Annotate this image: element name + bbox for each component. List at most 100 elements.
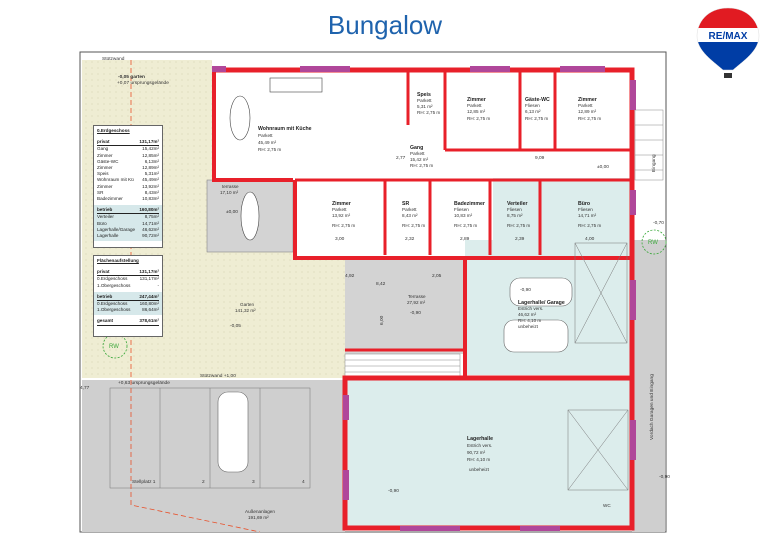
room-lagerhalle: Lagerhalle Estrich vers. 90,72 m² RH: 4,… — [467, 436, 493, 472]
svg-text:2,32: 2,32 — [405, 236, 415, 242]
svg-text:8,43 m²: 8,43 m² — [402, 213, 418, 218]
room-gaeste-wc: Gäste-WC Fliesen 6,13 m² RH: 2,75 m — [525, 97, 550, 121]
svg-text:Lagerhalle/ Garage: Lagerhalle/ Garage — [518, 300, 565, 306]
level-garden: -0,05 garten — [118, 74, 145, 80]
svg-text:Lagerhalle: Lagerhalle — [467, 436, 493, 442]
svg-text:RH: 2,75 m: RH: 2,75 m — [402, 223, 425, 228]
rw-label: RW — [648, 240, 658, 246]
svg-text:RH: 2,75 m: RH: 2,75 m — [525, 116, 548, 121]
retaining-wall-label-bottom: Stützwand +1,00 — [200, 373, 236, 379]
svg-text:10,83 m²: 10,83 m² — [454, 213, 473, 218]
remax-logo: RE/MAX — [696, 7, 760, 78]
canopy-area — [632, 240, 665, 532]
svg-text:Garten: Garten — [240, 302, 254, 307]
canopy-label: Vordach Garagen und Eingang — [649, 374, 655, 440]
svg-text:Speis: Speis — [417, 92, 431, 98]
svg-text:Außenanlagen: Außenanlagen — [245, 509, 275, 514]
roof-openings — [109, 242, 629, 491]
room-garage: Lagerhalle/ Garage Estrich vers. 46,62 m… — [518, 300, 565, 329]
svg-text:12,85 m²: 12,85 m² — [467, 109, 486, 114]
room-sr: SR Parkett 8,43 m² RH: 2,75 m — [402, 201, 425, 228]
svg-text:191,69 m²: 191,69 m² — [248, 515, 269, 520]
svg-text:6,13 m²: 6,13 m² — [525, 109, 541, 114]
svg-text:Fliesen: Fliesen — [507, 207, 522, 212]
parking-space-3: 3 — [252, 479, 255, 485]
parking-space-1: Stellplatz 1 — [132, 479, 156, 485]
svg-text:RH: 2,75 m: RH: 2,75 m — [507, 223, 530, 228]
svg-text:unbeheizt: unbeheizt — [469, 467, 490, 472]
svg-text:Parkett: Parkett — [578, 103, 593, 108]
room-verteiler: Verteiler Fliesen 8,75 m² RH: 2,75 m — [507, 201, 530, 228]
svg-text:2,77: 2,77 — [396, 155, 406, 161]
svg-text:46,62 m²: 46,62 m² — [518, 312, 537, 317]
svg-text:terrasse: terrasse — [222, 184, 239, 189]
room-aussenanlagen: Außenanlagen 191,69 m² — [245, 509, 275, 520]
svg-text:Badezimmer: Badezimmer — [454, 201, 485, 207]
svg-text:13,92 m²: 13,92 m² — [332, 213, 351, 218]
retaining-wall-label: Stützwand — [102, 56, 125, 62]
room-zimmer-2: Zimmer Parkett 12,89 m² RH: 2,75 m — [578, 97, 601, 121]
level-mark: -0,70 — [653, 220, 664, 226]
stairs — [344, 109, 664, 379]
svg-text:5,31 m²: 5,31 m² — [417, 104, 433, 109]
level-mark: ±0,00 — [597, 164, 609, 170]
svg-text:27,92 m²: 27,92 m² — [407, 300, 426, 305]
room-buero: Büro Fliesen 14,71 m² RH: 2,75 m — [578, 201, 601, 228]
level-mark: -0,90 — [388, 488, 399, 494]
room-terrasse-large: Terrasse 27,92 m² — [407, 294, 426, 305]
svg-text:6,00: 6,00 — [379, 315, 385, 325]
svg-text:Parkett: Parkett — [417, 98, 432, 103]
garden-area-lower — [200, 250, 345, 378]
svg-text:RH: 2,75 m: RH: 2,75 m — [258, 147, 281, 152]
svg-text:141,32 m²: 141,32 m² — [235, 308, 256, 313]
svg-text:RH: 2,75 m: RH: 2,75 m — [467, 116, 490, 121]
rw-label: RW — [109, 344, 119, 350]
level-mark: ±0,00 — [226, 209, 238, 215]
svg-text:8,42: 8,42 — [376, 281, 386, 287]
room-garten: Garten 141,32 m² — [235, 302, 256, 313]
room-speis: Speis Parkett 5,31 m² RH: 2,75 m — [417, 92, 440, 115]
room-wc: WC — [603, 503, 611, 508]
warehouse-zone — [345, 378, 632, 528]
svg-text:RH: 2,75 m: RH: 2,75 m — [410, 163, 433, 168]
room-wohnraum: Wohnraum mit Küche Parkett 45,49 m² RH: … — [258, 126, 312, 152]
svg-text:unbeheizt: unbeheizt — [518, 324, 539, 329]
svg-text:2,39: 2,39 — [515, 236, 525, 242]
svg-text:Gang: Gang — [410, 145, 423, 151]
svg-text:12,89 m²: 12,89 m² — [578, 109, 597, 114]
level-original-ground-bottom: +0,63 ursprungsgelände — [118, 380, 170, 386]
terrace-large — [345, 258, 465, 354]
room-zimmer-3: Zimmer Parkett 13,92 m² RH: 2,75 m — [332, 201, 355, 228]
svg-text:RH: 4,10 m: RH: 4,10 m — [518, 318, 541, 323]
svg-text:Parkett: Parkett — [258, 133, 273, 138]
svg-text:2,05: 2,05 — [432, 273, 442, 279]
svg-text:RH: 2,75 m: RH: 2,75 m — [417, 110, 440, 115]
svg-text:Zimmer: Zimmer — [332, 201, 351, 207]
svg-text:Terrasse: Terrasse — [408, 294, 426, 299]
svg-text:Parkett: Parkett — [410, 151, 425, 156]
svg-text:Zimmer: Zimmer — [578, 97, 597, 103]
svg-text:17,10 m²: 17,10 m² — [220, 190, 239, 195]
dining-table-icon — [240, 191, 260, 241]
svg-text:Parkett: Parkett — [332, 207, 347, 212]
table-title: Flächenaufstellung — [97, 258, 139, 263]
table-title: 0.Erdgeschoss — [97, 128, 130, 133]
svg-text:4,00: 4,00 — [585, 236, 595, 242]
svg-text:45,49 m²: 45,49 m² — [258, 140, 277, 145]
page-title: Bungalow — [327, 10, 443, 40]
